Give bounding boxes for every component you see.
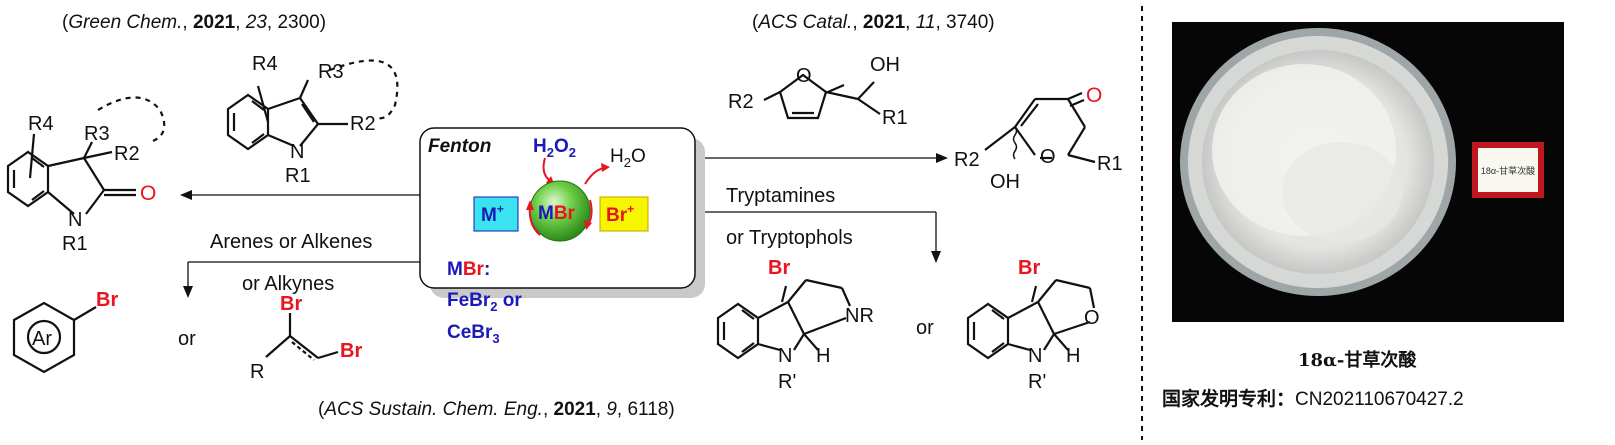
indole-N: N (290, 141, 304, 163)
cond-tryptamines: Tryptamines (726, 185, 835, 207)
furan-O: O (796, 65, 812, 87)
pyrroloindoline-structure (716, 278, 852, 360)
furan-OH: OH (870, 54, 900, 76)
h2o-arrowhead (601, 163, 610, 172)
catalyst-line2: CeBr3 (447, 322, 500, 346)
aryl-Br: Br (96, 289, 118, 311)
furoindoline-structure (966, 278, 1096, 360)
furo-H: H (1066, 345, 1080, 367)
oxindole-N: N (68, 209, 82, 231)
furan-R1: R1 (882, 107, 908, 129)
indole-R2: R2 (350, 113, 376, 135)
indole-R1: R1 (285, 165, 311, 187)
pyrrolo-Br: Br (768, 257, 790, 279)
furo-O: O (1084, 307, 1100, 329)
pyrrolo-H: H (816, 345, 830, 367)
oxindole-R1: R1 (62, 233, 88, 255)
or-1: or (178, 328, 196, 350)
alkene-Br-top: Br (280, 293, 302, 315)
indole-R3: R3 (318, 61, 344, 83)
pyranone-R2: R2 (954, 149, 980, 171)
cond-alkynes: or Alkynes (242, 273, 334, 295)
pyranone-R1: R1 (1097, 153, 1123, 175)
cycle-arrowhead-left (526, 200, 534, 210)
aryl-bromide-structure (12, 301, 97, 374)
ref-acs-sustain: (ACS Sustain. Chem. Eng., 2021, 9, 6118) (318, 399, 675, 420)
pyranone-structure (984, 91, 1096, 164)
alkene-R: R (250, 361, 264, 383)
fenton-title: Fenton (428, 136, 491, 157)
pyranone-carbonyl-O: O (1086, 84, 1102, 107)
compound-caption: 18α-甘草次酸 (1298, 350, 1417, 371)
m-plus-box (473, 196, 519, 232)
powder-dish-image: 18α-甘草次酸 (1172, 22, 1564, 322)
or-2: or (916, 317, 934, 339)
br-plus-box (599, 196, 649, 232)
pyrrolo-Rprime: R' (778, 371, 796, 393)
oxindole-R2: R2 (114, 143, 140, 165)
furfuryl-alcohol-structure (763, 73, 881, 120)
indole-R4: R4 (252, 53, 278, 75)
furan-R2: R2 (728, 91, 754, 113)
patent-prefix: 国家发明专利： (1162, 388, 1296, 410)
oxindole-R3: R3 (84, 123, 110, 145)
furo-Rprime: R' (1028, 371, 1046, 393)
oxindole-R4: R4 (28, 113, 54, 135)
oxindole-O: O (140, 182, 156, 205)
cycle-arrowhead-right (584, 220, 592, 230)
pyranone-OH: OH (990, 171, 1020, 193)
pyrrolo-N: N (778, 345, 792, 367)
indole-structure (226, 59, 399, 151)
pyrrolo-NR: NR (845, 305, 874, 327)
cond-arenes: Arenes or Alkenes (210, 231, 372, 253)
alkene-Br-right: Br (340, 340, 362, 362)
furo-Br: Br (1018, 257, 1040, 279)
furo-N: N (1028, 345, 1042, 367)
h2o-label: H2O (610, 146, 646, 170)
patent-number: CN202110670427.2 (1295, 389, 1464, 410)
catalyst-line1: FeBr2 or (447, 290, 522, 314)
mbr-def-label: MBr: (447, 259, 490, 280)
pyranone-ring-O: O (1040, 146, 1056, 168)
ref-acs-catal: (ACS Catal., 2021, 11, 3740) (752, 12, 995, 33)
product-photo: 18α-甘草次酸 (1172, 22, 1564, 322)
cond-tryptophols: or Tryptophols (726, 227, 853, 249)
patent-caption: 国家发明专利：CN202110670427.2 (1162, 384, 1464, 411)
aryl-Ar: Ar (32, 328, 52, 350)
oxindole-structure (6, 96, 166, 215)
ref-green-chem: (Green Chem., 2021, 23, 2300) (62, 12, 326, 33)
sample-label: 18α-甘草次酸 (1481, 165, 1535, 176)
dibromoalkene-structure (265, 313, 339, 361)
mbr-label: MBr (538, 203, 576, 224)
reaction-arrows (180, 153, 948, 298)
